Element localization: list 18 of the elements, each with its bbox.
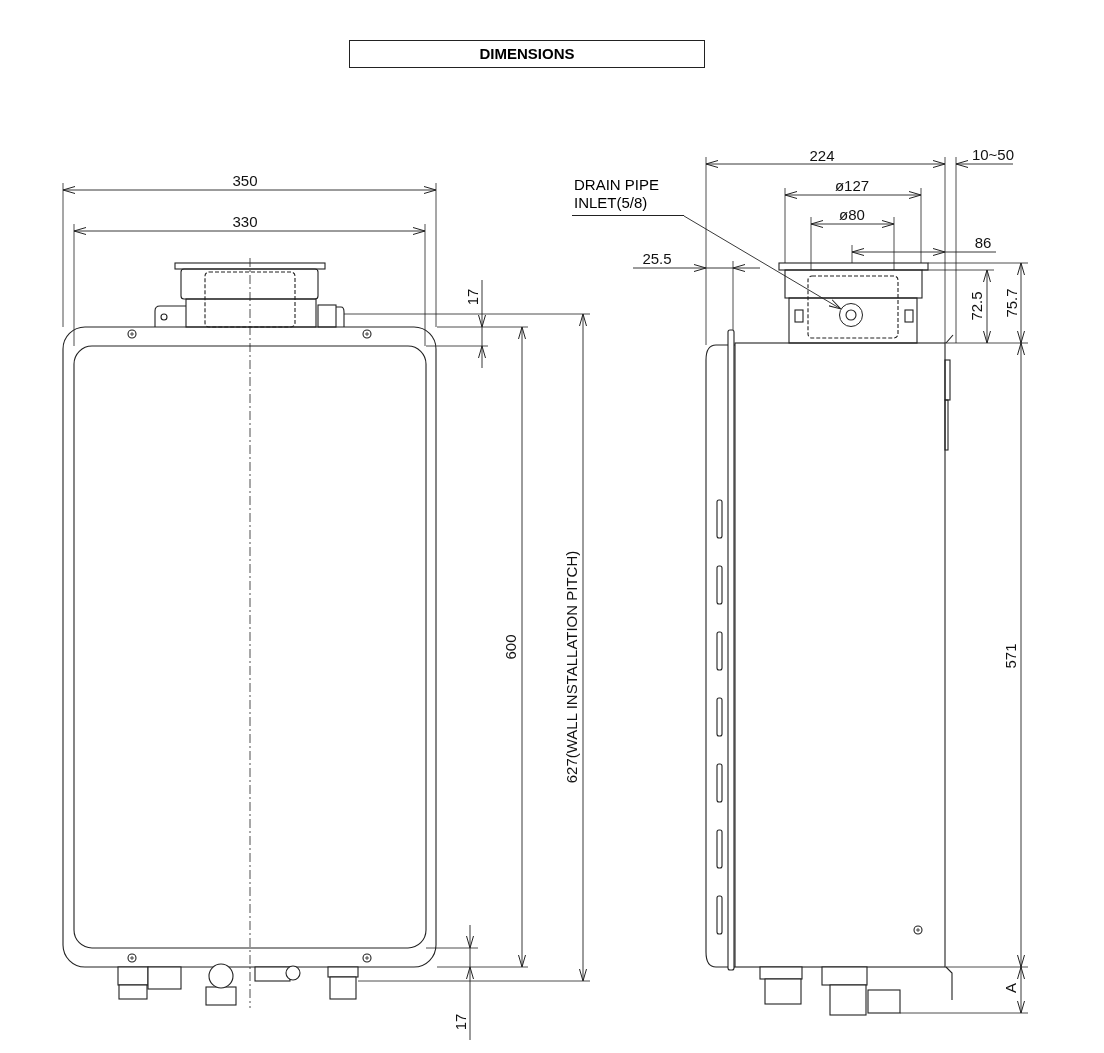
dimension-label: 17	[453, 1013, 469, 1031]
callout-text: DRAIN PIPE INLET(5/8)	[572, 176, 684, 216]
dimension-label: 224	[809, 148, 835, 164]
dimension-label: 75.7	[1004, 288, 1020, 318]
dimension-label: 330	[232, 214, 258, 230]
dimension-label: 10~50	[971, 147, 1015, 163]
dimension-label: 86	[974, 235, 992, 251]
dimension-label: 600	[503, 634, 519, 660]
dimension-label: 17	[465, 288, 481, 306]
dimension-label: ø80	[839, 207, 865, 223]
dimension-label: 627(WALL INSTALLATION PITCH)	[564, 550, 580, 784]
dimension-label: A	[1003, 983, 1019, 993]
title: DIMENSIONS	[349, 40, 705, 68]
dimension-label: 350	[232, 173, 258, 189]
dimension-label: ø127	[834, 178, 870, 194]
dimension-label: 25.5	[642, 251, 672, 267]
dimension-label: 571	[1003, 643, 1019, 669]
dimension-label: 72.5	[969, 291, 985, 321]
